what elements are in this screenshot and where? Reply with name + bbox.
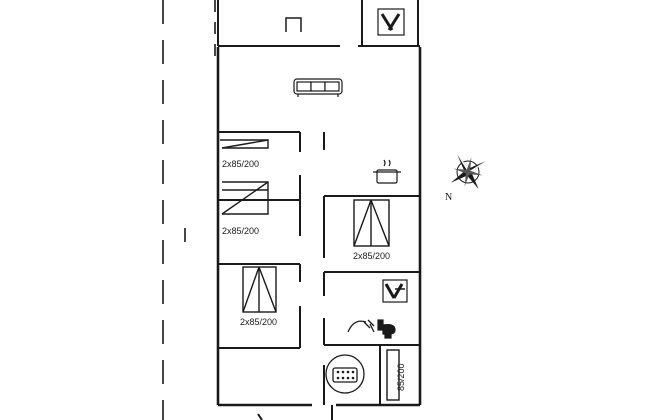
compass-rose-icon: [451, 155, 485, 189]
bed-bedroom-2: [221, 181, 269, 215]
single-bed-label: 85/200: [396, 363, 406, 391]
bed-label: 2x85/200: [353, 251, 390, 261]
terrace-lines: [162, 0, 216, 420]
shower-icon: [347, 319, 375, 333]
bed-label: 2x85/200: [222, 159, 259, 169]
porch: [217, 0, 420, 47]
washing-machine-icon: [382, 279, 408, 303]
bed-bedroom-3: [242, 266, 277, 313]
hot-tub-icon: [325, 354, 365, 394]
bed-bedroom-4: [353, 199, 390, 247]
toilet-icon: [377, 319, 396, 339]
entrance-marks: [257, 405, 333, 420]
bed-label: 2x85/200: [240, 317, 277, 327]
cooking-pot-icon: [373, 159, 401, 184]
compass-north-label: N: [445, 192, 452, 203]
dryer-icon: [377, 8, 405, 36]
sofa-icon: [293, 78, 343, 97]
single-bed: [386, 349, 400, 401]
bed-bedroom-1: [220, 139, 269, 149]
interior-walls: [218, 131, 420, 405]
bed-label: 2x85/200: [222, 226, 259, 236]
